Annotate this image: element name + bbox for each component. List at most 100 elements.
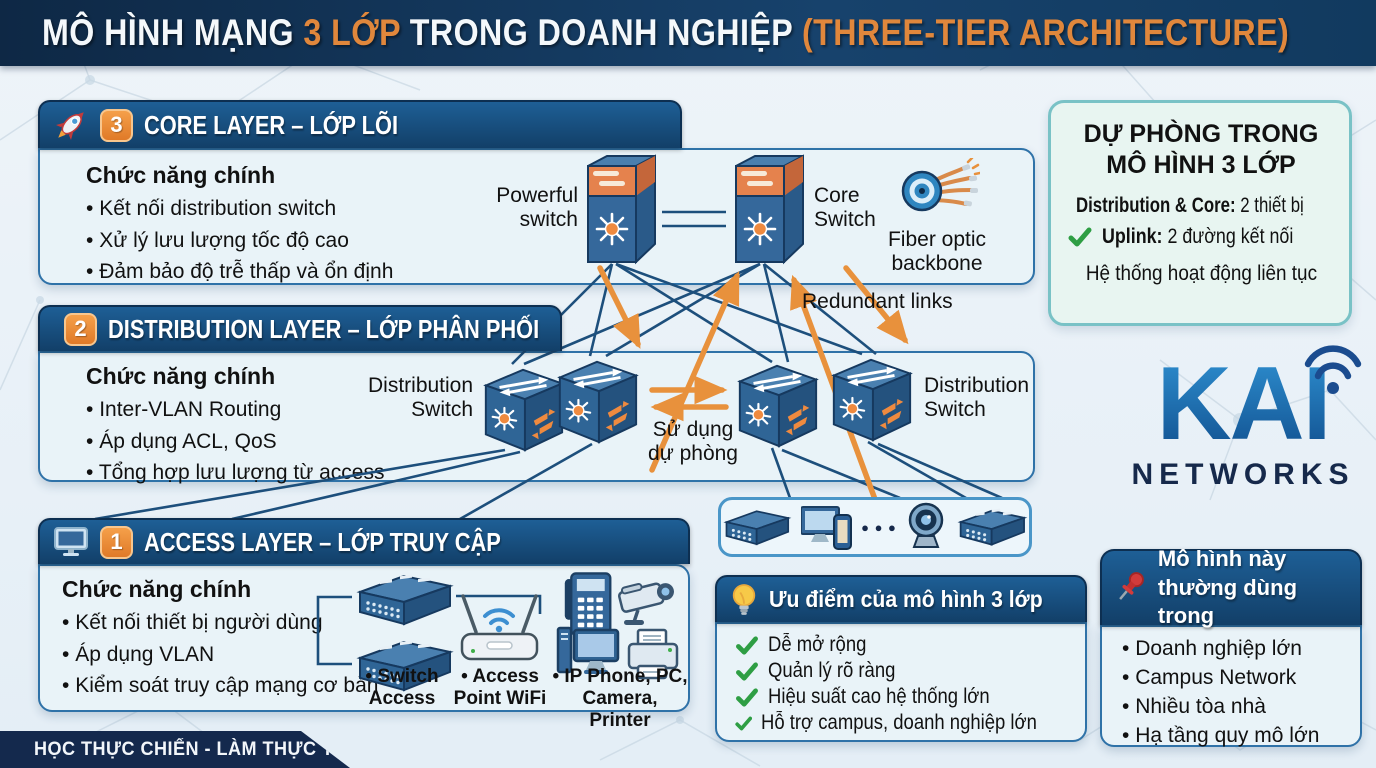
- redundancy-item-text: Distribution & Core: 2 thiết bị: [1076, 194, 1304, 218]
- more-devices-ellipsis: ● ● ●: [861, 519, 897, 535]
- redundancy-usage-label: Sử dụng dự phòng: [638, 418, 748, 466]
- redundancy-item-rest: 2 thiết bị: [1235, 193, 1304, 217]
- pc-icon: [556, 626, 620, 674]
- usage-item: Doanh nghiệp lớn: [1122, 635, 1352, 664]
- core-switch-1: [587, 154, 656, 265]
- title-part-4: (THREE-TIER ARCHITECTURE): [801, 12, 1290, 53]
- check-icon: [736, 661, 758, 681]
- distribution-bullet: Áp dụng ACL, QoS: [86, 426, 1033, 458]
- usage-item: Nhiều tòa nhà: [1122, 693, 1352, 722]
- check-icon: [736, 687, 758, 707]
- usage-item: Campus Network: [1122, 664, 1352, 693]
- distribution-bullet: Tổng hợp lưu lượng từ access: [86, 457, 1033, 489]
- access-layer-title: ACCESS LAYER – LỚP TRUY CẬP: [144, 526, 501, 557]
- redundancy-title-line2: MÔ HÌNH 3 LỚP: [1106, 151, 1296, 180]
- access-bullet: Kiểm soát truy cập mạng cơ bản: [62, 670, 688, 702]
- advantages-panel-list: Dễ mở rộng Quản lý rõ ràng Hiệu suất cao…: [715, 622, 1087, 742]
- advantage-item: Hiệu suất cao hệ thống lớn: [735, 684, 1075, 710]
- core-switch-label: Core Switch: [814, 184, 876, 232]
- advantage-text: Dễ mở rộng: [768, 633, 867, 656]
- printer-icon: [627, 628, 679, 680]
- advantage-item: Hỗ trợ campus, doanh nghiệp lớn: [735, 710, 1075, 736]
- endpoints-label: • IP Phone, PC, Camera, Printer: [552, 666, 688, 731]
- usage-list: Doanh nghiệp lớn Campus Network Nhiều tò…: [1122, 635, 1352, 751]
- page-title: MÔ HÌNH MẠNG 3 LỚP TRONG DOANH NGHIỆP (T…: [42, 12, 1289, 54]
- redundancy-note: Hệ thống hoạt động liên tục: [1067, 262, 1335, 286]
- pushpin-icon: [1119, 572, 1144, 600]
- usage-title-line2: thường dùng trong: [1157, 574, 1298, 629]
- switch-access-label: • Switch Access: [365, 666, 439, 709]
- core-bullet: Kết nối distribution switch: [86, 193, 1033, 225]
- core-bullet: Xử lý lưu lượng tốc độ cao: [86, 225, 1033, 257]
- strip-switch-1: [723, 510, 792, 546]
- access-bullet: Kết nối thiết bị người dùng: [62, 607, 688, 639]
- kai-networks-logo: KAI NETWORKS: [1118, 345, 1368, 537]
- advantages-panel-header: Ưu điểm của mô hình 3 lớp: [715, 575, 1087, 622]
- redundant-links-label: Redundant links: [802, 290, 953, 313]
- distribution-layer-header: 2 DISTRIBUTION LAYER – LỚP PHÂN PHỐI: [38, 305, 562, 351]
- redundancy-item: Distribution & Core: 2 thiết bị: [1067, 194, 1335, 218]
- core-functions-list: Kết nối distribution switch Xử lý lưu lư…: [86, 193, 1033, 288]
- access-point-icon: [460, 594, 539, 661]
- redundancy-item-text: Uplink: 2 đường kết nối: [1102, 225, 1293, 249]
- redundancy-item-bold: Distribution & Core:: [1076, 193, 1236, 217]
- logo-networks-text: NETWORKS: [1131, 458, 1355, 491]
- lightbulb-icon: [732, 583, 756, 615]
- usage-title-line1: Mô hình này: [1157, 546, 1287, 572]
- distribution-layer-badge: 2: [64, 312, 97, 346]
- advantage-text: Quản lý rõ ràng: [768, 659, 896, 682]
- advantage-item: Quản lý rõ ràng: [735, 658, 1075, 684]
- access-switch-2: [356, 640, 454, 692]
- core-layer-title: CORE LAYER – LỚP LÕI: [144, 109, 399, 140]
- title-part-1: MÔ HÌNH MẠNG: [42, 12, 295, 53]
- redundancy-usage-line1: Sử dụng: [652, 418, 734, 441]
- distribution-switch-2: [557, 360, 639, 444]
- monitor-icon: [54, 527, 88, 556]
- distribution-bullet: Inter-VLAN Routing: [86, 394, 1033, 426]
- strip-pc-phone: [801, 506, 853, 550]
- distribution-switch-left-label: Distribution Switch: [368, 374, 474, 422]
- advantage-text: Hỗ trợ campus, doanh nghiệp lớn: [761, 711, 1038, 734]
- core-bullet: Đảm bảo độ trễ thấp và ổn định: [86, 256, 1033, 288]
- usage-panel-body: Doanh nghiệp lớn Campus Network Nhiều tò…: [1100, 625, 1362, 747]
- access-layer-header: 1 ACCESS LAYER – LỚP TRUY CẬP: [38, 518, 690, 564]
- powerful-switch-label: Powerful switch: [496, 184, 578, 232]
- access-layer-badge: 1: [100, 525, 133, 559]
- strip-webcam: [908, 502, 944, 548]
- access-functions-list: Kết nối thiết bị người dùng Áp dụng VLAN…: [62, 607, 688, 702]
- core-layer-badge: 3: [100, 108, 133, 142]
- distribution-layer-title: DISTRIBUTION LAYER – LỚP PHÂN PHỐI: [108, 313, 540, 344]
- access-functions-heading: Chức năng chính: [62, 576, 252, 602]
- redundancy-item: Uplink: 2 đường kết nối: [1067, 225, 1335, 249]
- usage-panel-title: Mô hình này thường dùng trong: [1158, 545, 1347, 631]
- redundancy-usage-line2: dự phòng: [648, 442, 738, 466]
- footer-banner: HỌC THỰC CHIẾN - LÀM THỰC TẾ: [0, 731, 350, 768]
- access-bullet: Áp dụng VLAN: [62, 639, 688, 671]
- logo-kai-text: KAI: [1156, 346, 1331, 462]
- logo-wifi-icon: [1304, 345, 1362, 394]
- redundancy-panel-title: DỰ PHÒNG TRONG MÔ HÌNH 3 LỚP: [1067, 119, 1335, 182]
- check-icon: [736, 635, 758, 655]
- rocket-icon: [56, 112, 84, 140]
- check-icon: [1068, 227, 1092, 246]
- advantage-item: Dễ mở rộng: [735, 632, 1075, 658]
- endpoint-devices-strip: ● ● ●: [718, 497, 1032, 557]
- redundancy-panel: DỰ PHÒNG TRONG MÔ HÌNH 3 LỚP Distributio…: [1048, 100, 1352, 326]
- distribution-functions-heading: Chức năng chính: [86, 363, 276, 389]
- core-functions-heading: Chức năng chính: [86, 162, 276, 188]
- check-icon: [735, 716, 753, 730]
- distribution-switch-1: [483, 368, 565, 452]
- fiber-optic-label: Fiber optic backbone: [887, 228, 987, 276]
- strip-switch-2: [957, 508, 1028, 546]
- fiber-optic-icon: [901, 158, 980, 212]
- access-switch-1: [356, 574, 454, 626]
- distribution-switch-4: [831, 358, 913, 442]
- cctv-camera-icon: [618, 582, 674, 625]
- core-layer-body: Chức năng chính Kết nối distribution swi…: [38, 148, 1035, 285]
- title-part-2: 3 LỚP: [303, 12, 401, 53]
- core-switch-2: [735, 154, 804, 265]
- title-part-3: TRONG DOANH NGHIỆP: [409, 12, 793, 53]
- advantages-panel-title: Ưu điểm của mô hình 3 lớp: [769, 586, 1043, 612]
- core-layer-header: 3 CORE LAYER – LỚP LÕI: [38, 100, 682, 148]
